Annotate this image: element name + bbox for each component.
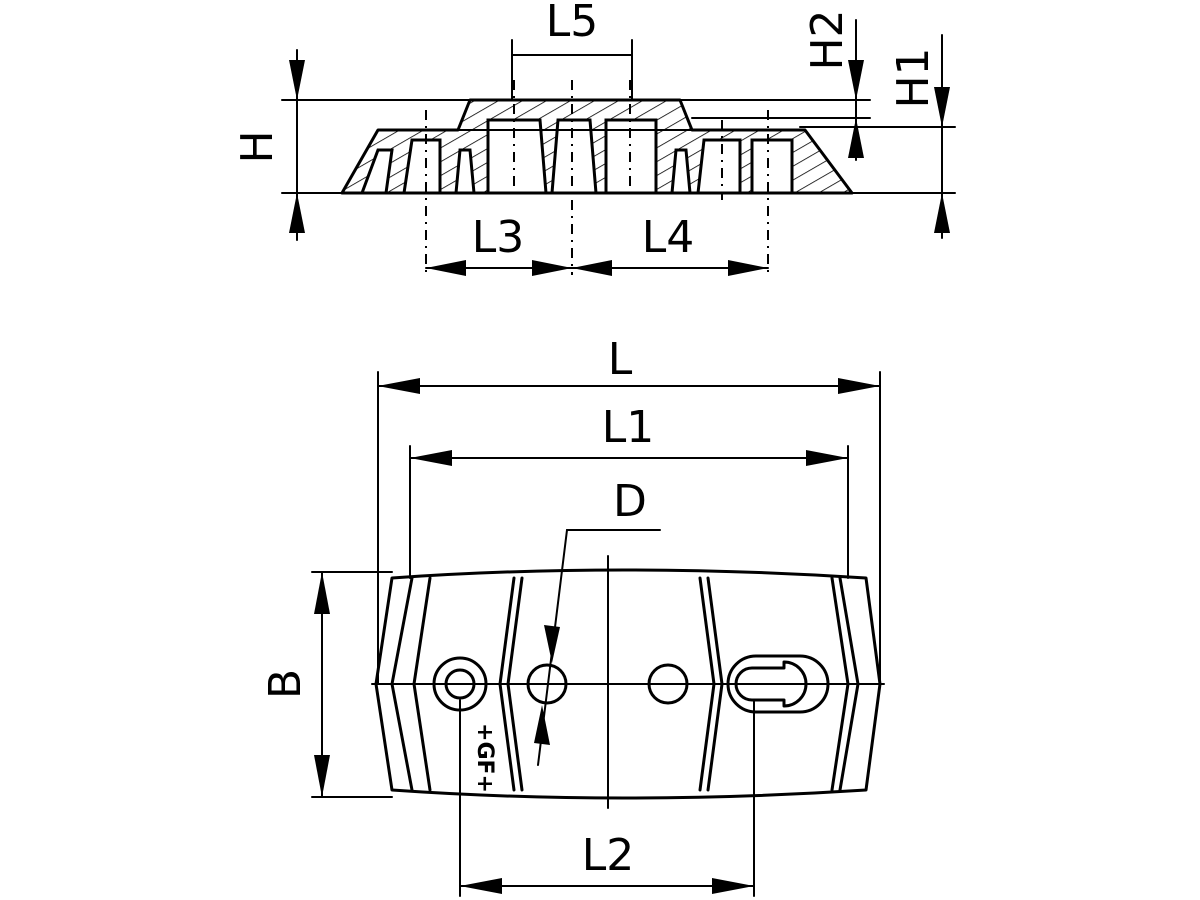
label-L1: L1 bbox=[602, 402, 655, 453]
hole-d bbox=[526, 663, 568, 705]
dimension-L1: L1 bbox=[409, 402, 849, 579]
label-L4: L4 bbox=[642, 212, 695, 263]
label-H1: H1 bbox=[888, 47, 939, 108]
label-B: B bbox=[260, 669, 311, 699]
label-L5: L5 bbox=[546, 0, 599, 47]
plan-holes bbox=[432, 654, 830, 714]
gf-logo-text: +GF+ bbox=[472, 723, 497, 793]
section-cavities bbox=[359, 118, 794, 195]
dimension-L3: L3 bbox=[425, 212, 573, 276]
dimension-L2: L2 bbox=[459, 699, 755, 897]
label-H2: H2 bbox=[802, 9, 853, 70]
plan-outline bbox=[374, 568, 882, 800]
dimension-B: B bbox=[260, 571, 393, 798]
counterbore-hole-inner bbox=[444, 668, 476, 700]
dimension-L5: L5 bbox=[511, 0, 633, 101]
label-L: L bbox=[608, 334, 633, 385]
label-L3: L3 bbox=[472, 212, 525, 263]
top-plan-view: +GF+ L L1 D bbox=[260, 334, 885, 897]
label-H: H bbox=[232, 130, 283, 163]
dimension-D: D bbox=[534, 476, 661, 766]
section-centerlines bbox=[425, 80, 769, 275]
keyhole-inner bbox=[734, 660, 808, 708]
dimension-H1: H1 bbox=[799, 34, 956, 239]
keyhole-slot bbox=[726, 654, 830, 714]
dimension-L4: L4 bbox=[571, 212, 769, 276]
dimension-H: H bbox=[232, 49, 471, 241]
label-L2: L2 bbox=[582, 830, 635, 881]
hole-right bbox=[647, 663, 689, 705]
label-D: D bbox=[613, 476, 647, 527]
dimension-L: L bbox=[377, 334, 881, 685]
dimension-H2: H2 bbox=[679, 9, 871, 161]
side-section-view: L5 H H2 H1 bbox=[232, 0, 956, 276]
plan-segment-dividers bbox=[390, 576, 860, 792]
